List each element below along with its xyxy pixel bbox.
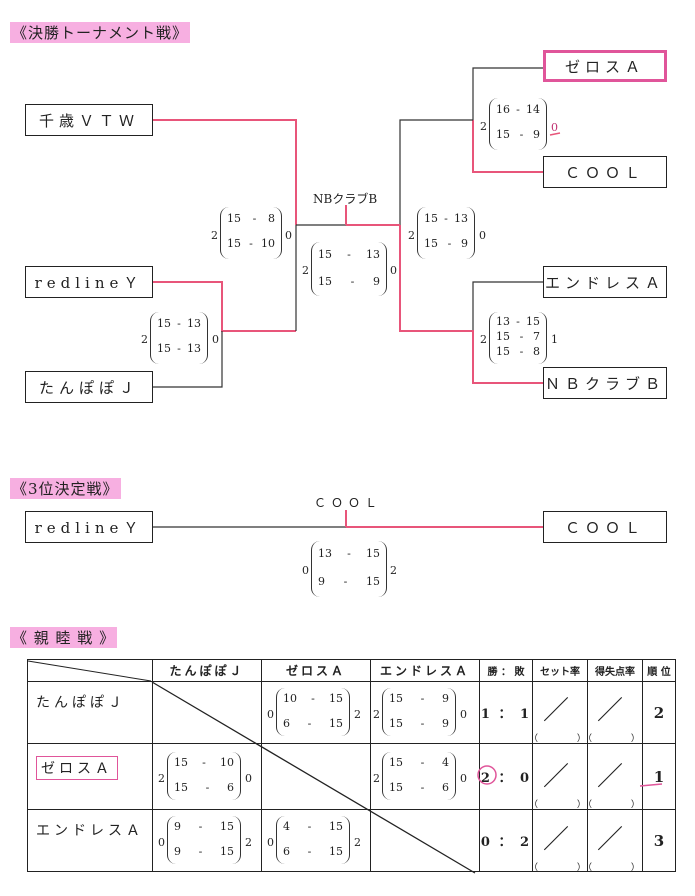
team-box-nbclub: ＮＢクラブＢ — [543, 367, 667, 399]
team-box-endless: エンドレスＡ — [543, 266, 667, 298]
score-bracket-tanpopo-zeros: 10-15 6-15 — [276, 688, 350, 736]
score-bracket-zeros-endless: 15-4 15-6 — [382, 752, 456, 800]
score-bracket-endless-tanpopo: 9-15 9-15 — [167, 816, 241, 864]
score-right: 2 — [354, 708, 361, 721]
score-right: 0 — [245, 772, 252, 785]
set-rate-parens: （ ） — [529, 734, 604, 744]
score-left: 2 — [373, 772, 380, 785]
point-rate-slash: ／ — [597, 696, 624, 726]
line-tanpopo — [153, 331, 223, 388]
score-bracket-zeros-tanpopo: 15-10 15-6 — [167, 752, 241, 800]
score-right: 0 — [212, 333, 219, 346]
third-place-title: 《3位決定戦》 — [10, 478, 121, 499]
score-right: 2 — [354, 836, 361, 849]
score-right: 0 — [479, 229, 486, 242]
score-right: 1 — [551, 333, 558, 346]
score-left: 0 — [267, 708, 274, 721]
score-right: 0 — [460, 708, 467, 721]
point-rate-cell — [587, 743, 643, 810]
score-bracket-zeros-cool: 16-14 15-9 — [489, 98, 547, 150]
score-right: 0 — [460, 772, 467, 785]
score-right: 0 — [285, 229, 292, 242]
score-left: 2 — [211, 229, 218, 242]
line-zeros — [472, 67, 543, 120]
score-left: 0 — [302, 564, 309, 577]
self-cell — [261, 743, 371, 810]
team-box-chitose: 千歳ＶＴＷ — [25, 104, 153, 136]
score-left: 2 — [302, 264, 309, 277]
wl-cell: 2 ： 0 — [479, 743, 533, 810]
score-bracket-endless-zeros: 4-15 6-15 — [276, 816, 350, 864]
rank-cell: 1 — [642, 743, 676, 810]
score-bracket-right-semi: 15-13 15-9 — [417, 207, 475, 259]
annotation-mark — [549, 132, 561, 136]
score-bracket-chitose: 15-8 15-10 — [220, 207, 282, 259]
score-right: 2 — [245, 836, 252, 849]
point-rate-parens: （ ） — [583, 734, 658, 744]
table-row: エンドレスＡ 0 ： 2 3 — [27, 809, 676, 872]
league-title: 《 親 睦 戦 》 — [10, 627, 118, 648]
wl-cell: 1 ： 1 — [479, 681, 533, 744]
score-left: 2 — [408, 229, 415, 242]
set-rate-slash: ／ — [543, 762, 570, 792]
score-bracket-tanpopo-endless: 15-9 15-9 — [382, 688, 456, 736]
score-right: 2 — [390, 564, 397, 577]
score-bracket-final: 15-13 15-9 — [311, 242, 387, 296]
team-box-tanpopo: たんぽぽＪ — [25, 371, 153, 403]
rank-underline — [639, 783, 663, 787]
rank-cell: 3 — [642, 809, 676, 872]
set-rate-parens: （ ） — [529, 863, 604, 873]
row-team-name: ゼロスＡ — [27, 743, 153, 810]
point-rate-slash: ／ — [597, 825, 624, 855]
score-right: 0 — [551, 121, 558, 134]
line-endless — [472, 281, 543, 331]
line-redline — [153, 281, 296, 332]
team-box-cool: ＣＯＯＬ — [543, 156, 667, 188]
final-tournament-title: 《決勝トーナメント戦》 — [10, 22, 191, 43]
score-right: 0 — [390, 264, 397, 277]
score-left: 2 — [141, 333, 148, 346]
score-bracket-endless-nbclub: 13-15 15-7 15-8 — [489, 312, 547, 364]
champion-label: NBクラブB — [313, 192, 378, 206]
set-rate-parens: （ ） — [529, 800, 604, 810]
set-rate-slash: ／ — [543, 696, 570, 726]
score-bracket-redline-tanpopo: 15-13 15-13 — [150, 312, 208, 364]
set-rate-slash: ／ — [543, 825, 570, 855]
third-winner-label: ＣＯＯＬ — [314, 496, 383, 510]
point-rate-parens: （ ） — [583, 800, 658, 810]
team-box-third-right: ＣＯＯＬ — [543, 511, 667, 543]
col-header-rank: 順 位 — [642, 659, 676, 682]
rank-cell: 2 — [642, 681, 676, 744]
line-zc-up — [399, 119, 473, 225]
score-left: 0 — [158, 836, 165, 849]
line-chitose — [153, 119, 297, 225]
line-nbclub — [399, 225, 543, 384]
score-left: 2 — [480, 120, 487, 133]
set-rate-cell — [532, 681, 588, 744]
line-cool — [472, 120, 543, 173]
score-left: 0 — [267, 836, 274, 849]
score-bracket-third: 13-15 9-15 — [311, 541, 387, 597]
point-rate-cell — [587, 809, 643, 872]
wl-cell: 0 ： 2 — [479, 809, 533, 872]
self-cell — [370, 809, 480, 872]
point-rate-slash: ／ — [597, 762, 624, 792]
team-box-zeros: ゼロスＡ — [543, 50, 667, 82]
point-rate-parens: （ ） — [583, 863, 658, 873]
win-count-circle — [477, 765, 497, 785]
score-left: 2 — [158, 772, 165, 785]
row-team-name: エンドレスＡ — [27, 809, 153, 872]
score-left: 2 — [480, 333, 487, 346]
team-box-redline: redlineＹ — [25, 266, 153, 298]
table-row: たんぽぽＪ 1 ： 1 2 — [27, 681, 676, 744]
team-box-third-left: redlineＹ — [25, 511, 153, 543]
score-left: 2 — [373, 708, 380, 721]
